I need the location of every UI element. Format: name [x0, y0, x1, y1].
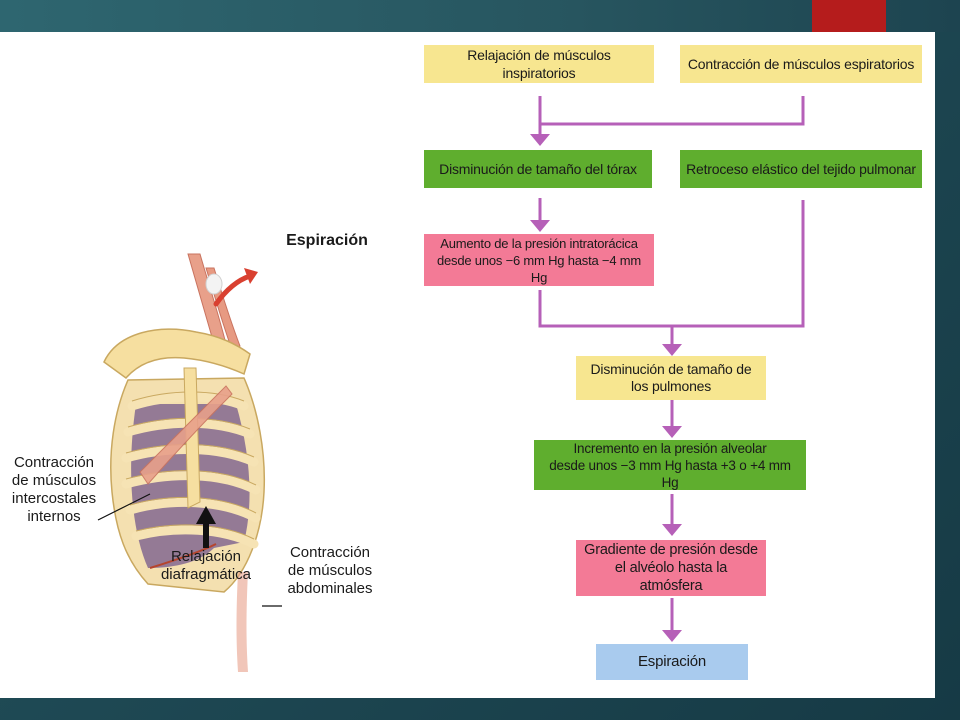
box-espiracion-final: Espiración — [596, 644, 748, 680]
head-hint — [205, 273, 223, 295]
box-disminucion-torax: Disminución de tamaño del tórax — [424, 150, 652, 188]
connectors — [538, 96, 805, 632]
red-accent-block — [812, 0, 886, 33]
box-relajacion-inspiratorios: Relajación de músculos inspiratorios — [424, 45, 654, 83]
box-aumento-presion: Aumento de la presión intratorácica desd… — [424, 234, 654, 286]
shoulder — [103, 328, 251, 380]
sternum — [183, 367, 201, 509]
box-contraccion-espiratorios: Contracción de músculos espiratorios — [680, 45, 922, 83]
ribcage-illustration — [97, 96, 805, 672]
intercostales-label: Contracción de músculos intercostales in… — [11, 454, 97, 525]
diaphragm — [149, 543, 217, 569]
slide-content: Espiración Contracción de músculos inter… — [0, 32, 935, 698]
box-gradiente-presion: Gradiente de presión desde el alvéolo ha… — [576, 540, 766, 596]
espiracion-illustration-label: Espiración — [286, 232, 368, 249]
box-disminucion-pulmones: Disminución de tamaño de los pulmones — [576, 356, 766, 400]
abdominal-muscle — [236, 572, 248, 672]
box-retroceso-elastico: Retroceso elástico del tejido pulmonar — [680, 150, 922, 188]
diaphragm-arrow-head — [196, 506, 216, 524]
abdominales-label: Contracción de músculos abdominales — [287, 544, 373, 597]
box-incremento-presion: Incremento en la presión alveolar desde … — [534, 440, 806, 490]
intercostales-leader — [97, 493, 151, 521]
slide-header-band — [0, 0, 960, 32]
arrowheads — [530, 134, 682, 642]
intercostal-muscle — [139, 385, 233, 485]
diaphragm-arrow-shaft — [203, 522, 209, 548]
diafragmatica-label: Relajación diafragmática — [160, 548, 252, 583]
espiracion-arrow-curve — [213, 273, 253, 307]
espiracion-arrow-head — [244, 268, 258, 284]
